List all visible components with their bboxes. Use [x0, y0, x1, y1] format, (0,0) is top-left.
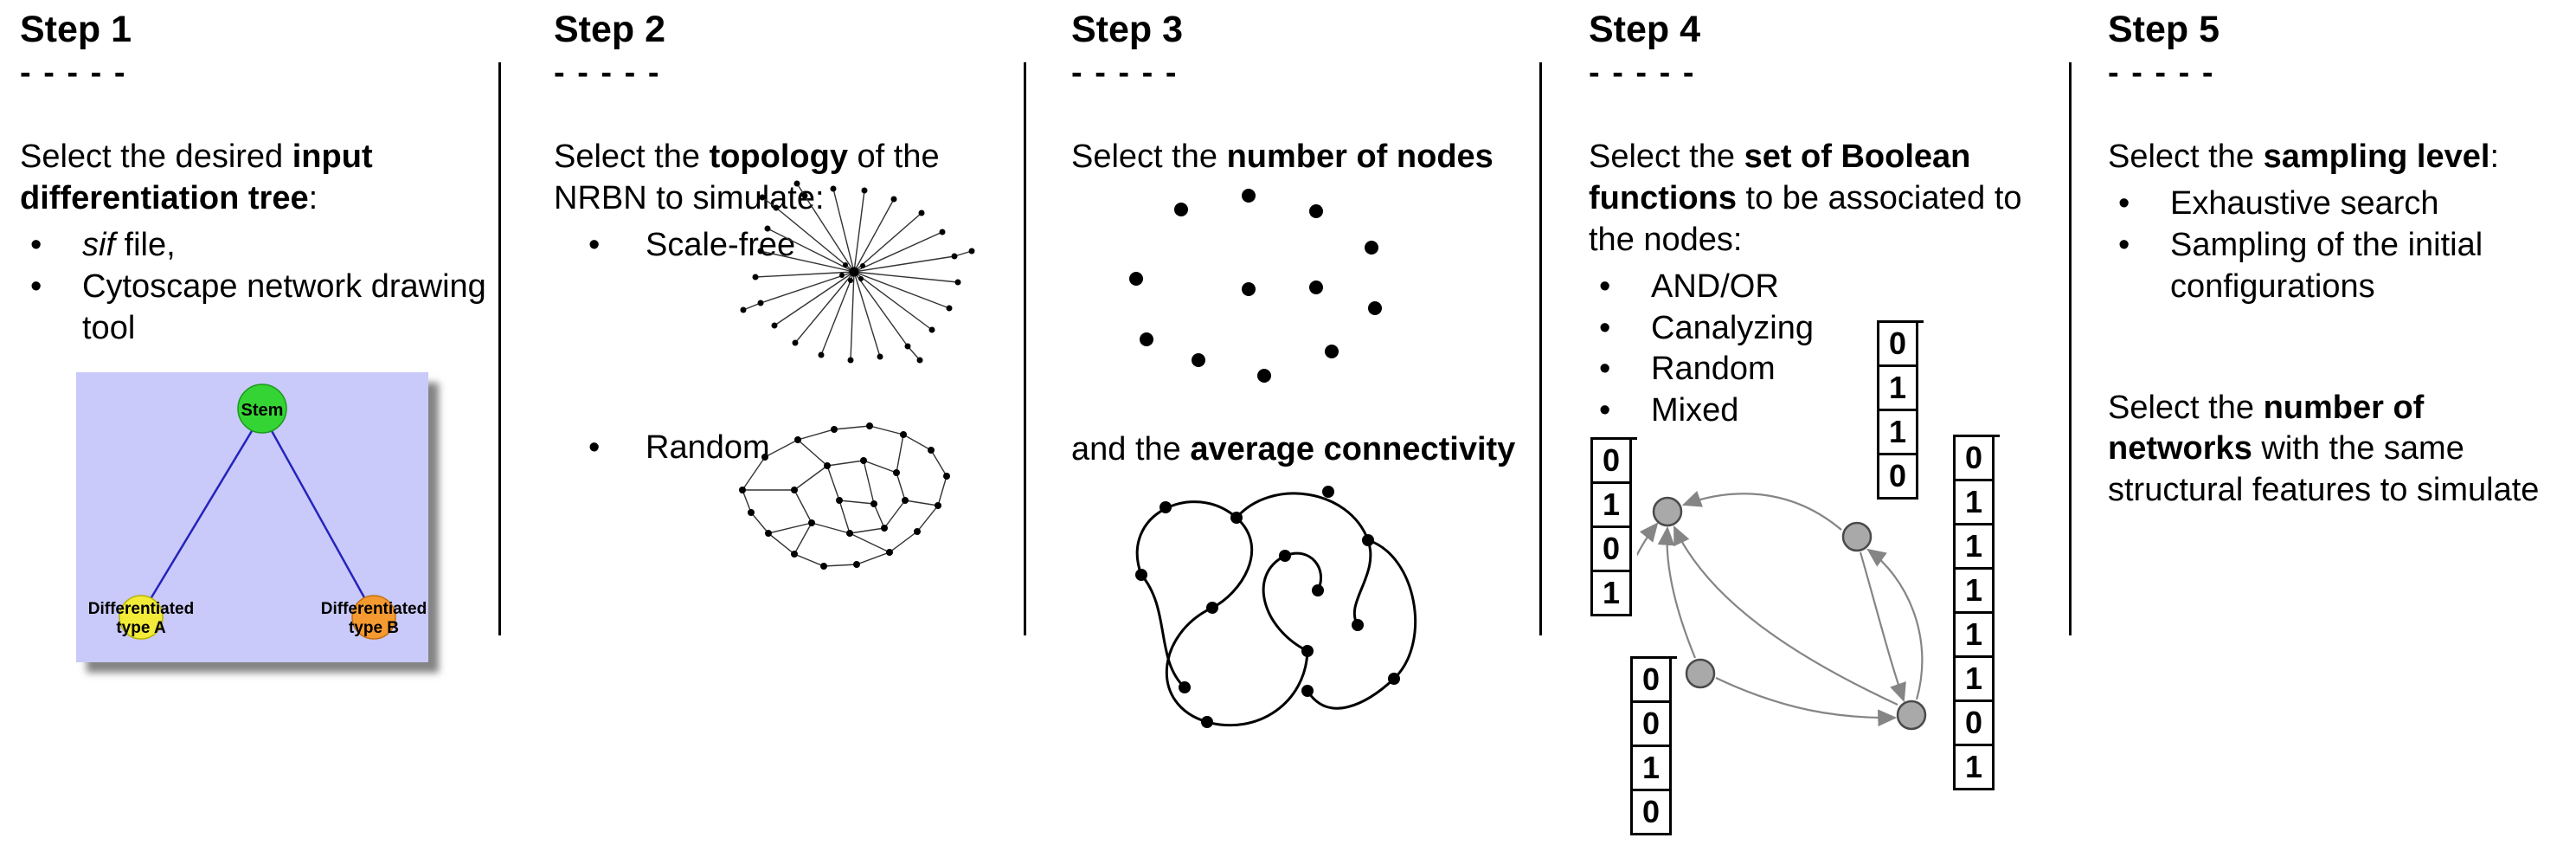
step-5-column: Step 5 - - - - - Select the sampling lev…	[2108, 9, 2571, 517]
step-5-intro: Select the sampling level:	[2108, 139, 2500, 175]
boolean-table-bottom-left: 0 0 1 0	[1630, 656, 1677, 835]
boolean-node	[1652, 496, 1683, 527]
bullet-sampling: Sampling of the initial configurations	[2108, 225, 2571, 308]
bullet-random-fn: Random	[1589, 349, 2066, 390]
boolean-table-top: 0 1 1 0	[1877, 320, 1924, 500]
type-a-label-line2: type A	[116, 619, 166, 637]
boolean-table-cell: 0	[1590, 528, 1632, 572]
boolean-table-left: 0 1 0 1	[1590, 437, 1637, 616]
boolean-table-cell: 0	[1953, 702, 1995, 746]
bullet-canalyzing: Canalyzing	[1589, 308, 2066, 350]
boolean-node	[1896, 699, 1927, 731]
step-2-bullet-list: Scale-free	[554, 225, 1021, 267]
boolean-table-cell: 1	[1877, 367, 1918, 411]
differentiation-tree-graphic: Stem Differentiated type A Differentiate…	[76, 372, 428, 662]
step-4-title: Step 4	[1589, 9, 1701, 50]
boolean-node	[1685, 658, 1716, 689]
column-divider	[498, 62, 501, 635]
boolean-table-cell: 1	[1953, 570, 1995, 614]
step-1-bullet-list: sif file, Cytoscape network drawing tool	[20, 225, 491, 350]
step-2-title: Step 2	[554, 9, 666, 50]
step-3-dashes: - - - - -	[1071, 55, 1179, 91]
type-b-node	[351, 595, 396, 640]
step-3-line1: Select the number of nodes	[1071, 139, 1494, 175]
boolean-table-cell: 1	[1877, 411, 1918, 455]
bullet-random: Random	[554, 428, 770, 469]
step-2-bullet-list-2: Random	[554, 428, 770, 469]
bullet-mixed: Mixed	[1589, 390, 2066, 432]
boolean-table-cell: 0	[1630, 791, 1672, 835]
boolean-network-graphic: 0 1 0 1 0 1 1 0 0 0 1 0 0 1 1 1	[1589, 313, 2066, 851]
step-1-title: Step 1	[20, 9, 132, 50]
type-b-label-line2: type B	[349, 619, 399, 637]
boolean-table-cell: 0	[1877, 455, 1918, 500]
bullet-cytoscape: Cytoscape network drawing tool	[20, 267, 491, 350]
step-5-dashes: - - - - -	[2108, 55, 2215, 91]
connectivity-network-graphic	[1135, 486, 1417, 728]
bullet-scale-free: Scale-free	[554, 225, 1021, 267]
tree-edge-left	[139, 413, 264, 616]
step-4-dashes: - - - - -	[1589, 55, 1696, 91]
step-2-intro: Select the topology of the NRBN to simul…	[554, 139, 940, 216]
bullet-exhaustive: Exhaustive search	[2108, 184, 2571, 225]
boolean-table-cell: 0	[1630, 703, 1672, 747]
scale-free-network-graphic	[740, 180, 975, 364]
step-1-dashes: - - - - -	[20, 55, 127, 91]
type-a-node	[119, 595, 164, 640]
boolean-table-cell: 1	[1953, 658, 1995, 702]
boolean-table-cell: 1	[1953, 746, 1995, 790]
boolean-table-cell: 1	[1953, 614, 1995, 658]
step-3-column: Step 3 - - - - - Select the number of no…	[1071, 9, 1543, 728]
boolean-table-cell: 1	[1953, 481, 1995, 525]
boolean-node	[1841, 521, 1873, 552]
step-2-dashes: - - - - -	[554, 55, 661, 91]
step-5-bullet-list: Exhaustive search Sampling of the initia…	[2108, 184, 2571, 308]
boolean-table-cell: 1	[1630, 747, 1672, 791]
boolean-table-cell: 0	[1590, 440, 1632, 484]
boolean-table-cell: 0	[1630, 659, 1672, 703]
bullet-sif-file: sif file,	[20, 225, 491, 267]
step-3-line2: and the average connectivity	[1071, 431, 1516, 467]
type-b-label-line1: Differentiated	[321, 600, 427, 618]
step-4-bullet-list: AND/OR Canalyzing Random Mixed	[1589, 267, 2066, 433]
column-divider	[2069, 62, 2072, 635]
boolean-table-right: 0 1 1 1 1 1 0 1	[1953, 435, 2000, 790]
step-3-title: Step 3	[1071, 9, 1184, 50]
boolean-table-cell: 1	[1590, 572, 1632, 616]
boolean-table-cell: 0	[1953, 437, 1995, 481]
stem-label: Stem	[241, 401, 284, 420]
step-5-title: Step 5	[2108, 9, 2220, 50]
column-divider	[1539, 62, 1542, 635]
step-4-intro: Select the set of Boolean functions to b…	[1589, 139, 2022, 258]
stem-node	[237, 384, 287, 434]
step-5-second-paragraph: Select the number of networks with the s…	[2108, 389, 2540, 509]
step-2-column: Step 2 - - - - - Select the topology of …	[554, 9, 1021, 570]
tree-edge-right	[260, 413, 376, 616]
nodes-dots-graphic	[1129, 189, 1382, 383]
column-divider	[1024, 62, 1026, 635]
boolean-table-cell: 0	[1877, 323, 1918, 367]
step-4-column: Step 4 - - - - - Select the set of Boole…	[1589, 9, 2066, 835]
step-1-intro: Select the desired input differentiation…	[20, 139, 373, 216]
boolean-table-cell: 1	[1590, 484, 1632, 528]
random-network-graphic	[739, 422, 950, 570]
type-a-label-line1: Differentiated	[88, 600, 194, 618]
step-1-column: Step 1 - - - - - Select the desired inpu…	[20, 9, 491, 662]
bullet-and-or: AND/OR	[1589, 267, 2066, 308]
boolean-table-cell: 1	[1953, 525, 1995, 570]
